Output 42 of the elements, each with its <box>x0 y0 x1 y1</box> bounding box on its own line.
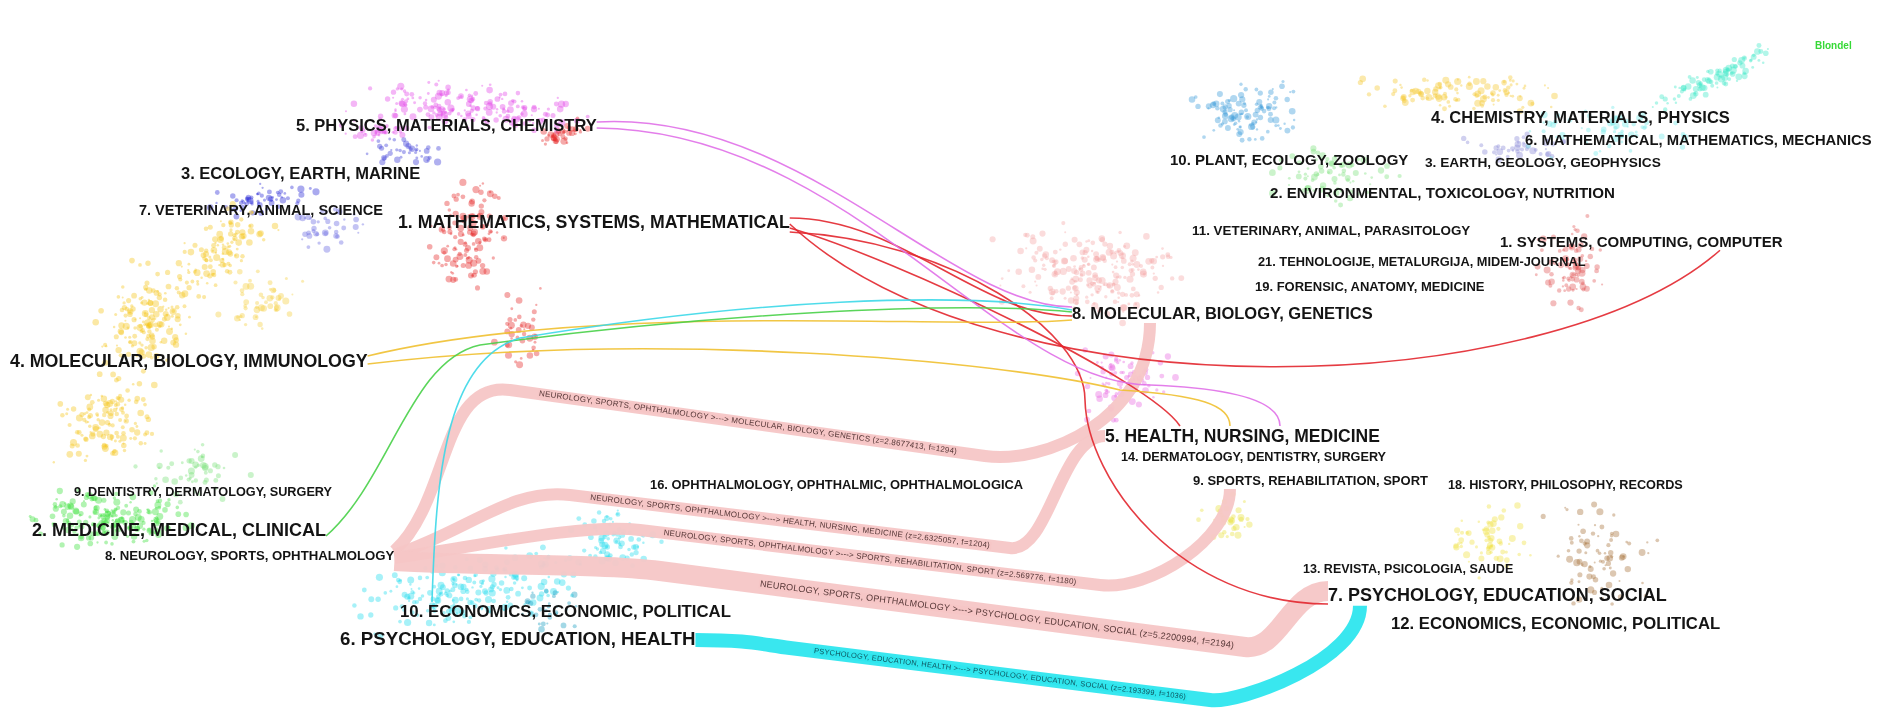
citation-arc <box>788 227 1181 427</box>
cluster-label: 2. MEDICINE, MEDICAL, CLINICAL <box>32 520 326 541</box>
citation-arc <box>325 307 1073 537</box>
cluster-label: 9. DENTISTRY, DERMATOLOGY, SURGERY <box>74 485 332 500</box>
cluster-label: 1. MATHEMATICS, SYSTEMS, MATHEMATICAL <box>398 212 790 233</box>
citation-arc <box>595 121 1073 308</box>
cluster-label: 3. EARTH, GEOLOGY, GEOPHYSICS <box>1425 155 1661 171</box>
citation-arc <box>595 127 1281 427</box>
cluster-label: 7. VETERINARY, ANIMAL, SCIENCE <box>139 202 383 219</box>
cluster-label: 21. TEHNOLOGIJE, METALURGIJA, MIDEM-JOURNAL <box>1258 255 1586 270</box>
cluster-label: 14. DERMATOLOGY, DENTISTRY, SURGERY <box>1121 450 1387 465</box>
cluster-label: 5. PHYSICS, MATERIALS, CHEMISTRY <box>296 116 597 135</box>
cluster-label: 2. ENVIRONMENTAL, TOXICOLOGY, NUTRITION <box>1270 184 1615 202</box>
cluster-label: 18. HISTORY, PHILOSOPHY, RECORDS <box>1448 478 1683 493</box>
cluster-label: 12. ECONOMICS, ECONOMIC, POLITICAL <box>1391 614 1721 634</box>
cluster-label: 8. MOLECULAR, BIOLOGY, GENETICS <box>1072 304 1373 323</box>
citation-band <box>393 551 1330 657</box>
cluster-label: 10. ECONOMICS, ECONOMIC, POLITICAL <box>400 602 731 622</box>
citation-arc <box>788 223 1721 368</box>
citation-arc <box>431 299 1073 603</box>
cluster-label: 6. PSYCHOLOGY, EDUCATION, HEALTH <box>340 628 696 650</box>
cluster-label: 11. VETERINARY, ANIMAL, PARASITOLOGY <box>1192 223 1471 239</box>
cluster-label: 9. SPORTS, REHABILITATION, SPORT <box>1193 474 1428 489</box>
citation-arc <box>366 348 1231 427</box>
citation-arc <box>788 217 1073 317</box>
cluster-label: 16. OPHTHALMOLOGY, OPHTHALMIC, OPHTHALMOLOGICA <box>650 478 1024 493</box>
cluster-label: 4. MOLECULAR, BIOLOGY, IMMUNOLOGY <box>10 351 368 372</box>
cluster-label: 13. REVISTA, PSICOLOGIA, SAUDE <box>1303 562 1514 577</box>
cluster-label: 8. NEUROLOGY, SPORTS, OPHTHALMOLOGY <box>105 548 395 564</box>
cluster-label: 4. CHEMISTRY, MATERIALS, PHYSICS <box>1431 108 1730 127</box>
cluster-label: 1. SYSTEMS, COMPUTING, COMPUTER <box>1500 233 1783 251</box>
cluster-label: 7. PSYCHOLOGY, EDUCATION, SOCIAL <box>1328 585 1667 606</box>
citation-band <box>393 488 1236 592</box>
cluster-label: 5. HEALTH, NURSING, MEDICINE <box>1105 426 1380 447</box>
cluster-label: 6. MATHEMATICAL, MATHEMATICS, MECHANICS <box>1525 132 1872 149</box>
cluster-label: 19. FORENSIC, ANATOMY, MEDICINE <box>1255 280 1485 295</box>
cluster-label: 3. ECOLOGY, EARTH, MARINE <box>181 164 421 183</box>
citation-arc <box>366 319 1073 357</box>
citation-band <box>695 604 1367 707</box>
citation-arc <box>788 231 1329 605</box>
method-label: Blondel <box>1815 40 1852 51</box>
cluster-label: 10. PLANT, ECOLOGY, ZOOLOGY <box>1170 151 1409 169</box>
